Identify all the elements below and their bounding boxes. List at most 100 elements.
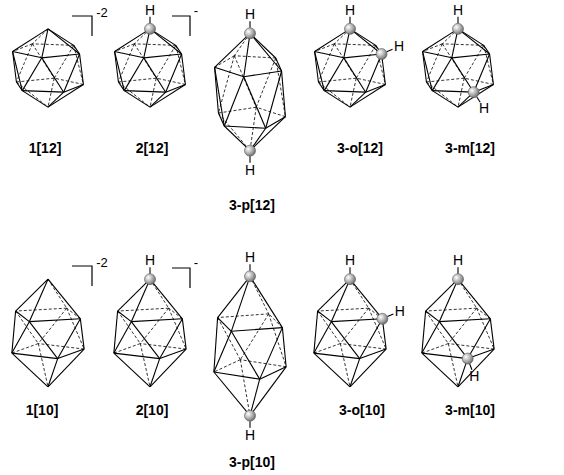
hidden-edge (240, 360, 250, 416)
cage-edge (484, 45, 490, 54)
carbon-atom (468, 87, 479, 98)
cage-edge (118, 279, 150, 311)
cage-edge (231, 276, 250, 331)
cage-edge (80, 319, 84, 349)
cage-edge (423, 29, 458, 52)
bond-line (149, 267, 150, 274)
cage-edge (160, 319, 183, 359)
atom-label: H (395, 304, 405, 318)
carbon-atom (377, 313, 388, 324)
compound-label: 3-p[12] (229, 198, 275, 212)
cage-edge (439, 279, 458, 321)
cage-edge (432, 91, 473, 93)
cage-edge (458, 279, 490, 319)
atom-label: H (453, 3, 463, 17)
hidden-edge (250, 276, 269, 314)
cage-edge (22, 91, 48, 107)
hidden-edge (16, 308, 67, 311)
hidden-edge (356, 45, 376, 78)
cage-edge (231, 331, 259, 379)
cage-edge (422, 353, 458, 387)
cage-edge (115, 52, 125, 91)
bond-line (387, 314, 393, 317)
cage-edge (131, 279, 150, 321)
cage-edge (48, 29, 80, 54)
bond-line (387, 49, 393, 52)
cage-edge (224, 126, 265, 128)
cage-edge (260, 328, 283, 380)
cage-edge (215, 67, 244, 76)
cage-edge (315, 52, 325, 91)
atom-label: H (469, 369, 479, 383)
compound-label: 2[10] (136, 403, 169, 417)
cage-edge (315, 29, 350, 52)
hidden-edge (448, 344, 494, 349)
hidden-edge (118, 78, 156, 82)
cage-edge (124, 91, 165, 93)
cage-edge (218, 276, 250, 317)
cage-edge (426, 279, 458, 311)
hidden-edge (16, 311, 39, 344)
cage-edge (224, 77, 244, 126)
cage-edge (214, 372, 250, 416)
cage-edge (16, 279, 48, 311)
hidden-edge (240, 360, 286, 367)
cage-edge (426, 311, 440, 322)
cage-edge (324, 91, 350, 107)
atom-label: H (245, 428, 255, 442)
bond-line (249, 21, 250, 28)
carbon-atom (245, 410, 256, 421)
hidden-edge (256, 58, 276, 107)
cage-edge (12, 353, 58, 358)
cage-edge (48, 29, 74, 45)
compound-label: 3-o[12] (337, 141, 383, 155)
carbon-atom (345, 274, 356, 285)
hidden-edge (140, 344, 186, 349)
cage-edge (250, 33, 282, 71)
cage-edge (114, 353, 150, 387)
cage-edge (350, 92, 366, 107)
bond-line (349, 267, 350, 274)
cage-edge (48, 84, 83, 107)
hidden-edge (38, 344, 48, 387)
hidden-edge (340, 344, 350, 387)
cage-edge (29, 322, 57, 359)
carbon-atom (453, 23, 464, 34)
cage-edge (150, 359, 160, 387)
cage-edge (282, 71, 286, 117)
hidden-edge (38, 344, 84, 349)
cage-edge (42, 29, 48, 58)
bond-line (457, 17, 458, 24)
hidden-edge (318, 78, 356, 82)
carbon-atom (145, 274, 156, 285)
cage-edge (490, 319, 494, 349)
carbon-atom (376, 49, 387, 60)
cage-edge (150, 29, 182, 54)
hidden-edge (48, 279, 67, 308)
hidden-edge (218, 314, 269, 318)
cage-edge (458, 349, 494, 387)
atom-label: H (453, 253, 463, 267)
atom-label: H (245, 163, 255, 177)
hidden-edge (250, 107, 256, 150)
cage-edge (182, 54, 186, 84)
cage-edge (124, 91, 150, 107)
hidden-edge (426, 78, 464, 82)
cage-edge (244, 77, 266, 129)
cage-edge (266, 71, 282, 128)
atom-label: H (145, 253, 155, 267)
bond-line (457, 267, 458, 274)
cage-edge (422, 322, 439, 353)
carbon-atom (245, 28, 256, 39)
cage-edge (458, 29, 490, 54)
hidden-edge (464, 45, 484, 78)
cage-edge (282, 328, 286, 367)
cage-edge (48, 279, 80, 319)
compound-label: 3-m[10] (445, 403, 495, 417)
hidden-edge (448, 344, 458, 387)
carbon-atom (453, 274, 464, 285)
cage-edge (244, 33, 250, 76)
cage-edge (344, 58, 366, 92)
cage-edge (314, 322, 331, 353)
cage-edge (80, 54, 84, 84)
